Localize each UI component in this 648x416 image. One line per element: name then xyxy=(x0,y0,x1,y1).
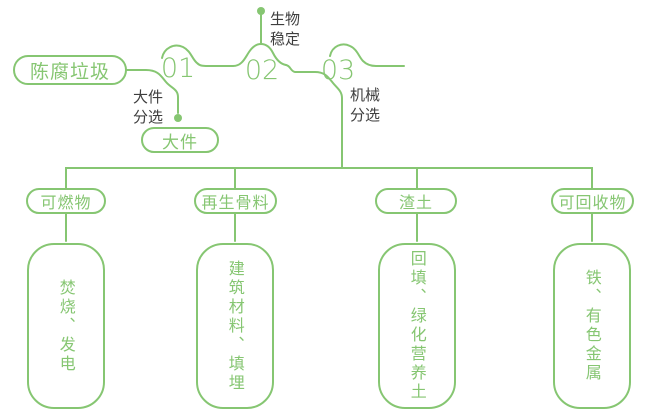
step2-to-drop-path xyxy=(285,64,343,169)
step-label-bio-stabilization: 生物稳定 xyxy=(270,10,301,48)
category-label: 再生骨料 xyxy=(201,193,270,212)
step3-arc-path xyxy=(329,43,405,67)
node-bulky-label: 大件 xyxy=(162,132,198,153)
node-output-metals: 铁、有色金属 xyxy=(553,243,631,409)
step1-arc-path xyxy=(161,44,234,67)
node-source-label: 陈腐垃圾 xyxy=(29,60,110,83)
category-label: 可燃物 xyxy=(40,193,92,212)
output-text: 焚烧、发电 xyxy=(56,278,76,374)
step-number-3: 03 xyxy=(320,55,356,86)
node-output-backfill: 回填、绿化营养土 xyxy=(378,243,456,409)
category-label: 可回收物 xyxy=(558,193,627,212)
node-category-slag-soil: 渣土 xyxy=(375,188,457,214)
category-label: 渣土 xyxy=(398,193,433,212)
node-source: 陈腐垃圾 xyxy=(13,55,127,85)
node-output-building-material: 建筑材料、填埋 xyxy=(196,243,274,409)
node-category-combustible: 可燃物 xyxy=(26,188,106,214)
node-category-recyclable: 可回收物 xyxy=(551,188,634,214)
distribution-line-path xyxy=(65,167,593,191)
output-text: 建筑材料、填埋 xyxy=(225,259,245,393)
step-label-mechanical-sorting: 机械分选 xyxy=(350,86,381,124)
bio-dot xyxy=(257,7,265,15)
node-output-incineration: 焚烧、发电 xyxy=(27,243,105,409)
pill-connector-stubs-path xyxy=(65,213,593,242)
output-text: 回填、绿化营养土 xyxy=(407,250,427,402)
bulky-dot xyxy=(174,114,182,122)
step-label-bulky-sorting: 大件分选 xyxy=(133,88,164,126)
node-bulky: 大件 xyxy=(141,127,219,153)
step-number-1: 01 xyxy=(160,53,196,84)
node-category-recycled-aggregate: 再生骨料 xyxy=(194,188,277,214)
entry-line-path xyxy=(126,69,179,114)
step-number-2: 02 xyxy=(244,55,280,86)
output-text: 铁、有色金属 xyxy=(582,269,602,383)
